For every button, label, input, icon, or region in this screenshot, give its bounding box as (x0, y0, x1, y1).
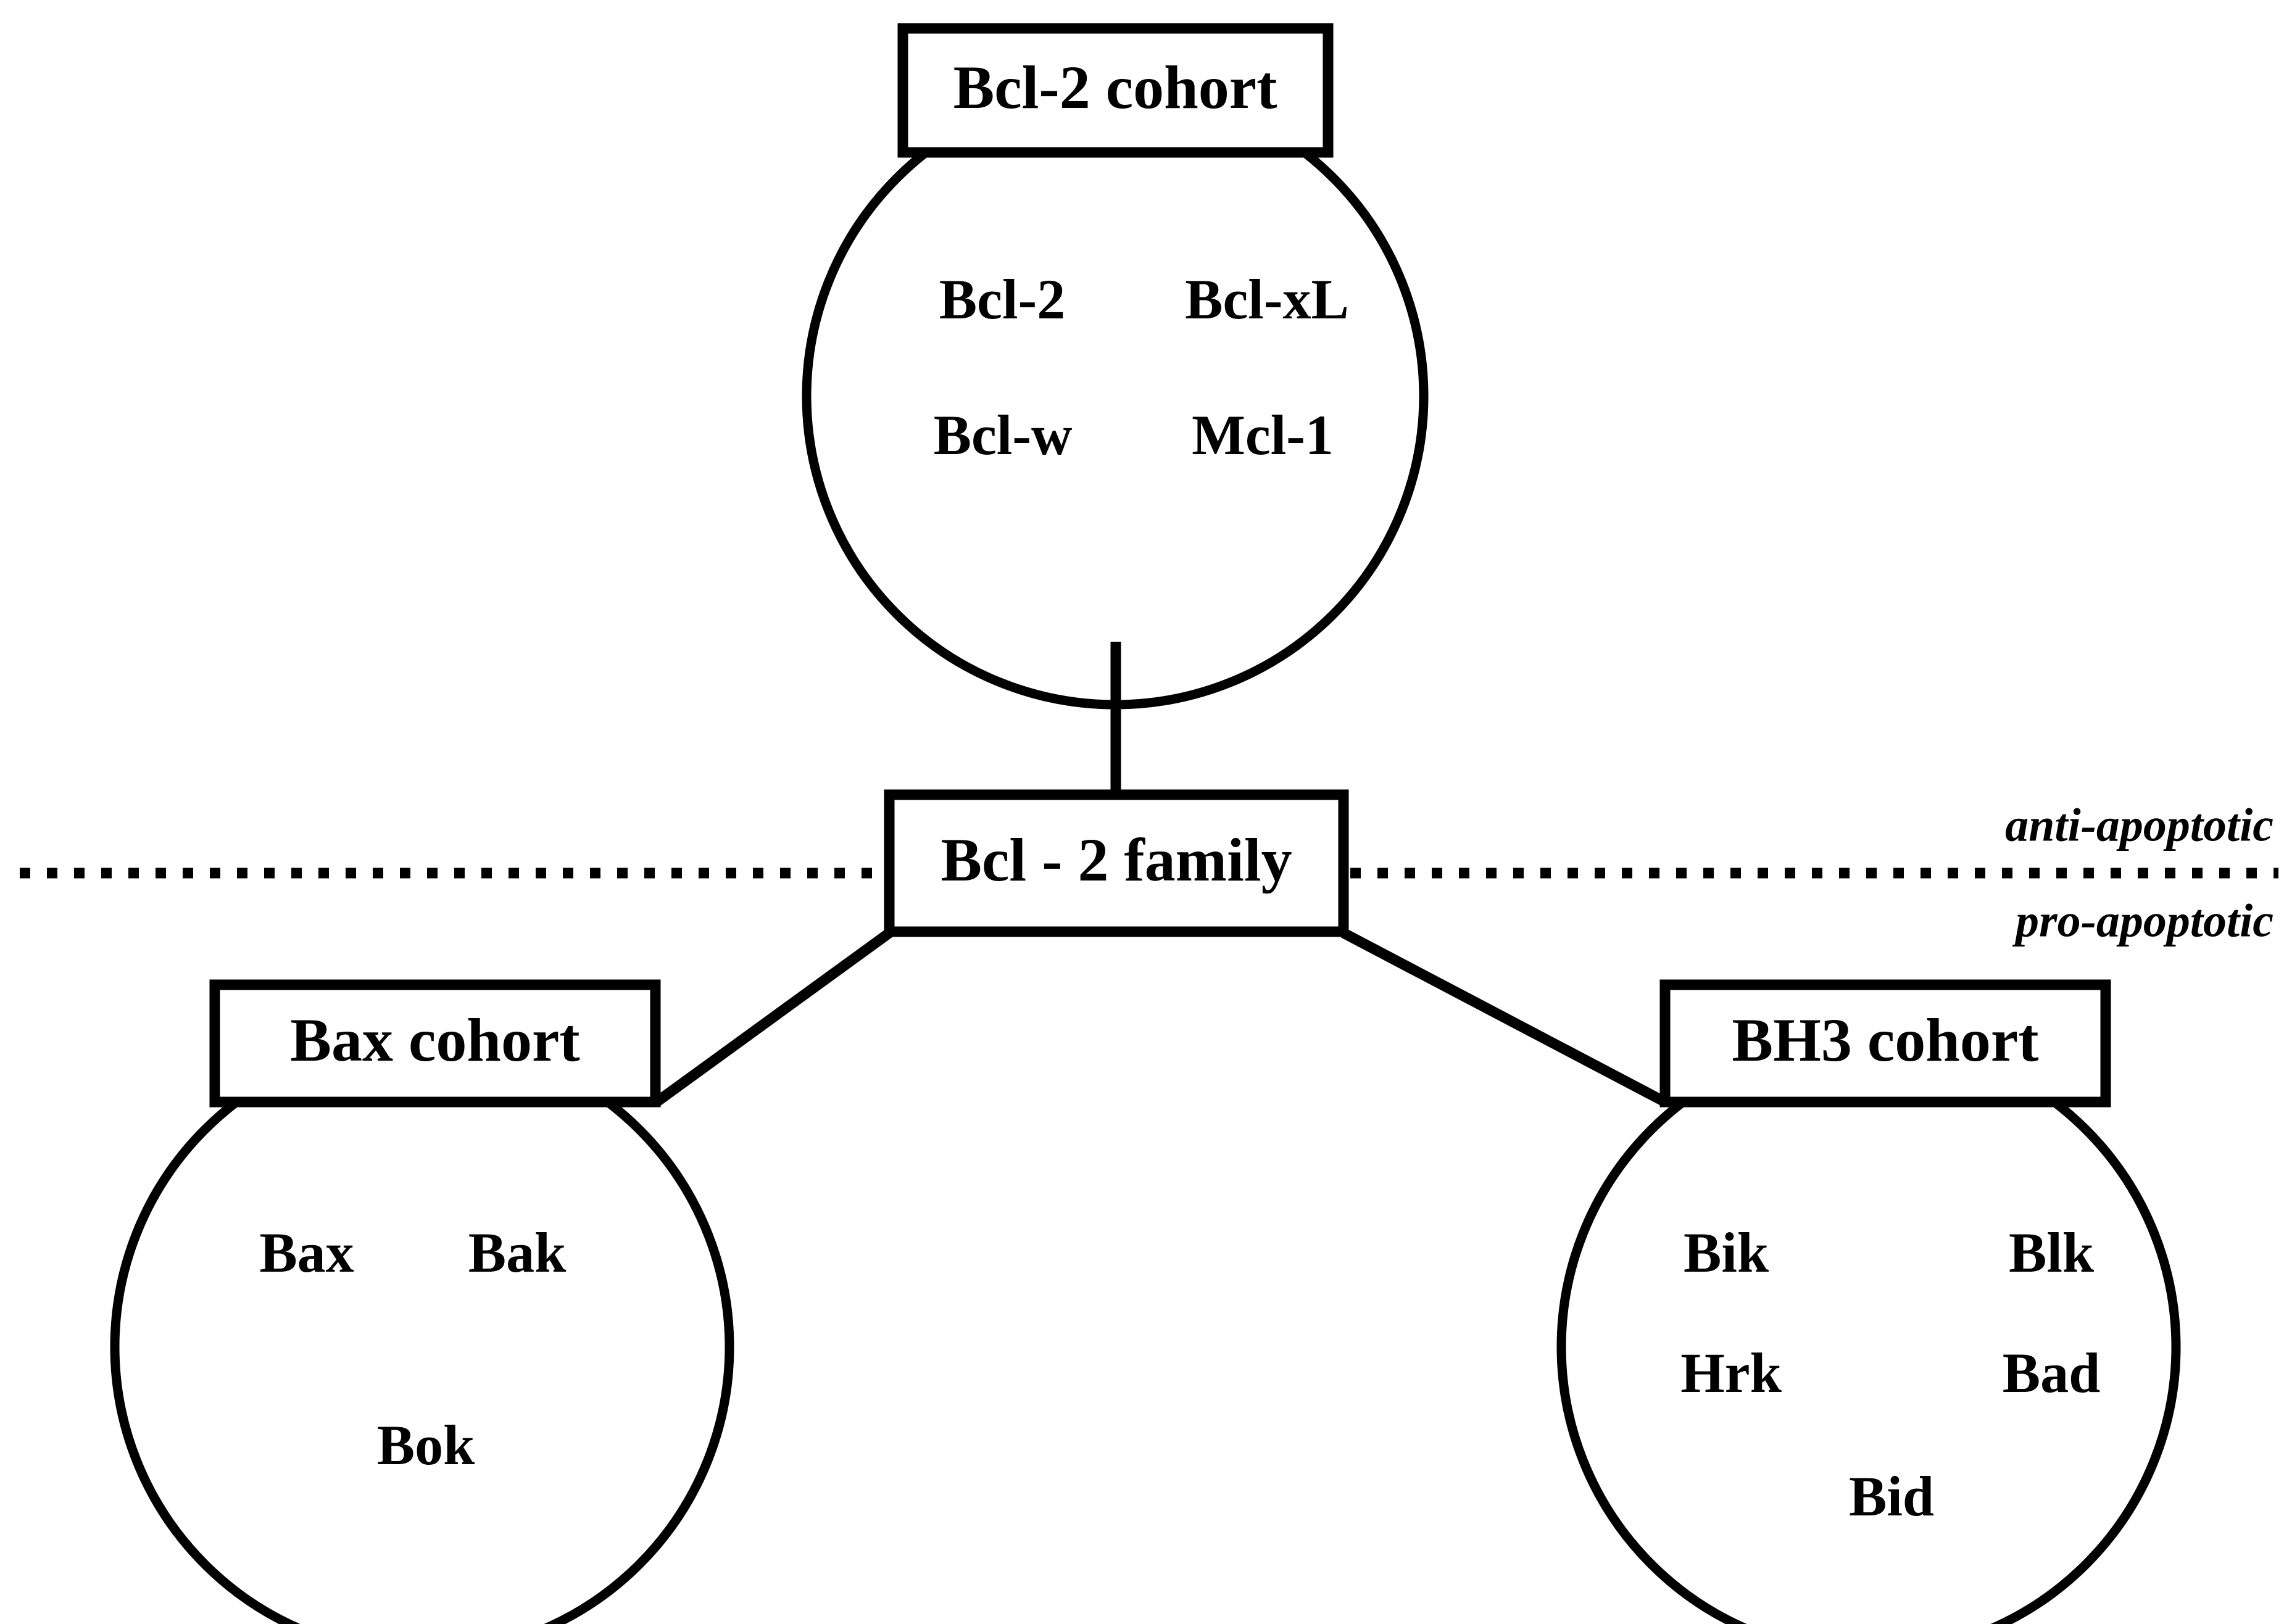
bcl2-family-box[interactable] (884, 789, 1349, 937)
member-blk: Blk (2009, 1221, 2095, 1284)
member-bok: Bok (377, 1414, 475, 1477)
member-bcl2: Bcl-2 (939, 268, 1065, 331)
member-mcl1: Mcl-1 (1192, 404, 1334, 466)
bcl2-cohort-circle (802, 83, 1429, 710)
member-bax: Bax (259, 1221, 354, 1284)
member-bik: Bik (1684, 1221, 1769, 1284)
bh3-cohort-header-label: BH3 cohort (1732, 1006, 2038, 1074)
member-bcl-xl: Bcl-xL (1185, 268, 1349, 331)
bax-cohort-circle (110, 1035, 734, 1624)
bcl2-family-label: Bcl - 2 family (941, 826, 1292, 894)
bax-cohort-header-box[interactable] (209, 979, 661, 1108)
member-hrk: Hrk (1680, 1341, 1782, 1404)
anti-apoptotic-label: anti-apoptotic (2005, 799, 2274, 851)
bcl2-cohort-header-label: Bcl-2 cohort (953, 53, 1277, 122)
connector-bottom-left (654, 929, 892, 1106)
member-bad: Bad (2003, 1341, 2101, 1404)
member-bak: Bak (468, 1221, 567, 1284)
bcl2-cohort-header-box[interactable] (897, 23, 1334, 158)
member-bcl-w: Bcl-w (934, 404, 1073, 466)
pro-apoptotic-label: pro-apoptotic (2012, 895, 2274, 947)
member-bid: Bid (1849, 1465, 1934, 1528)
bax-cohort-header-label: Bax cohort (290, 1006, 579, 1074)
connector-bottom-right (1341, 928, 1667, 1107)
bh3-cohort-circle (1556, 1035, 2181, 1624)
bh3-cohort-header-box[interactable] (1659, 979, 2111, 1108)
